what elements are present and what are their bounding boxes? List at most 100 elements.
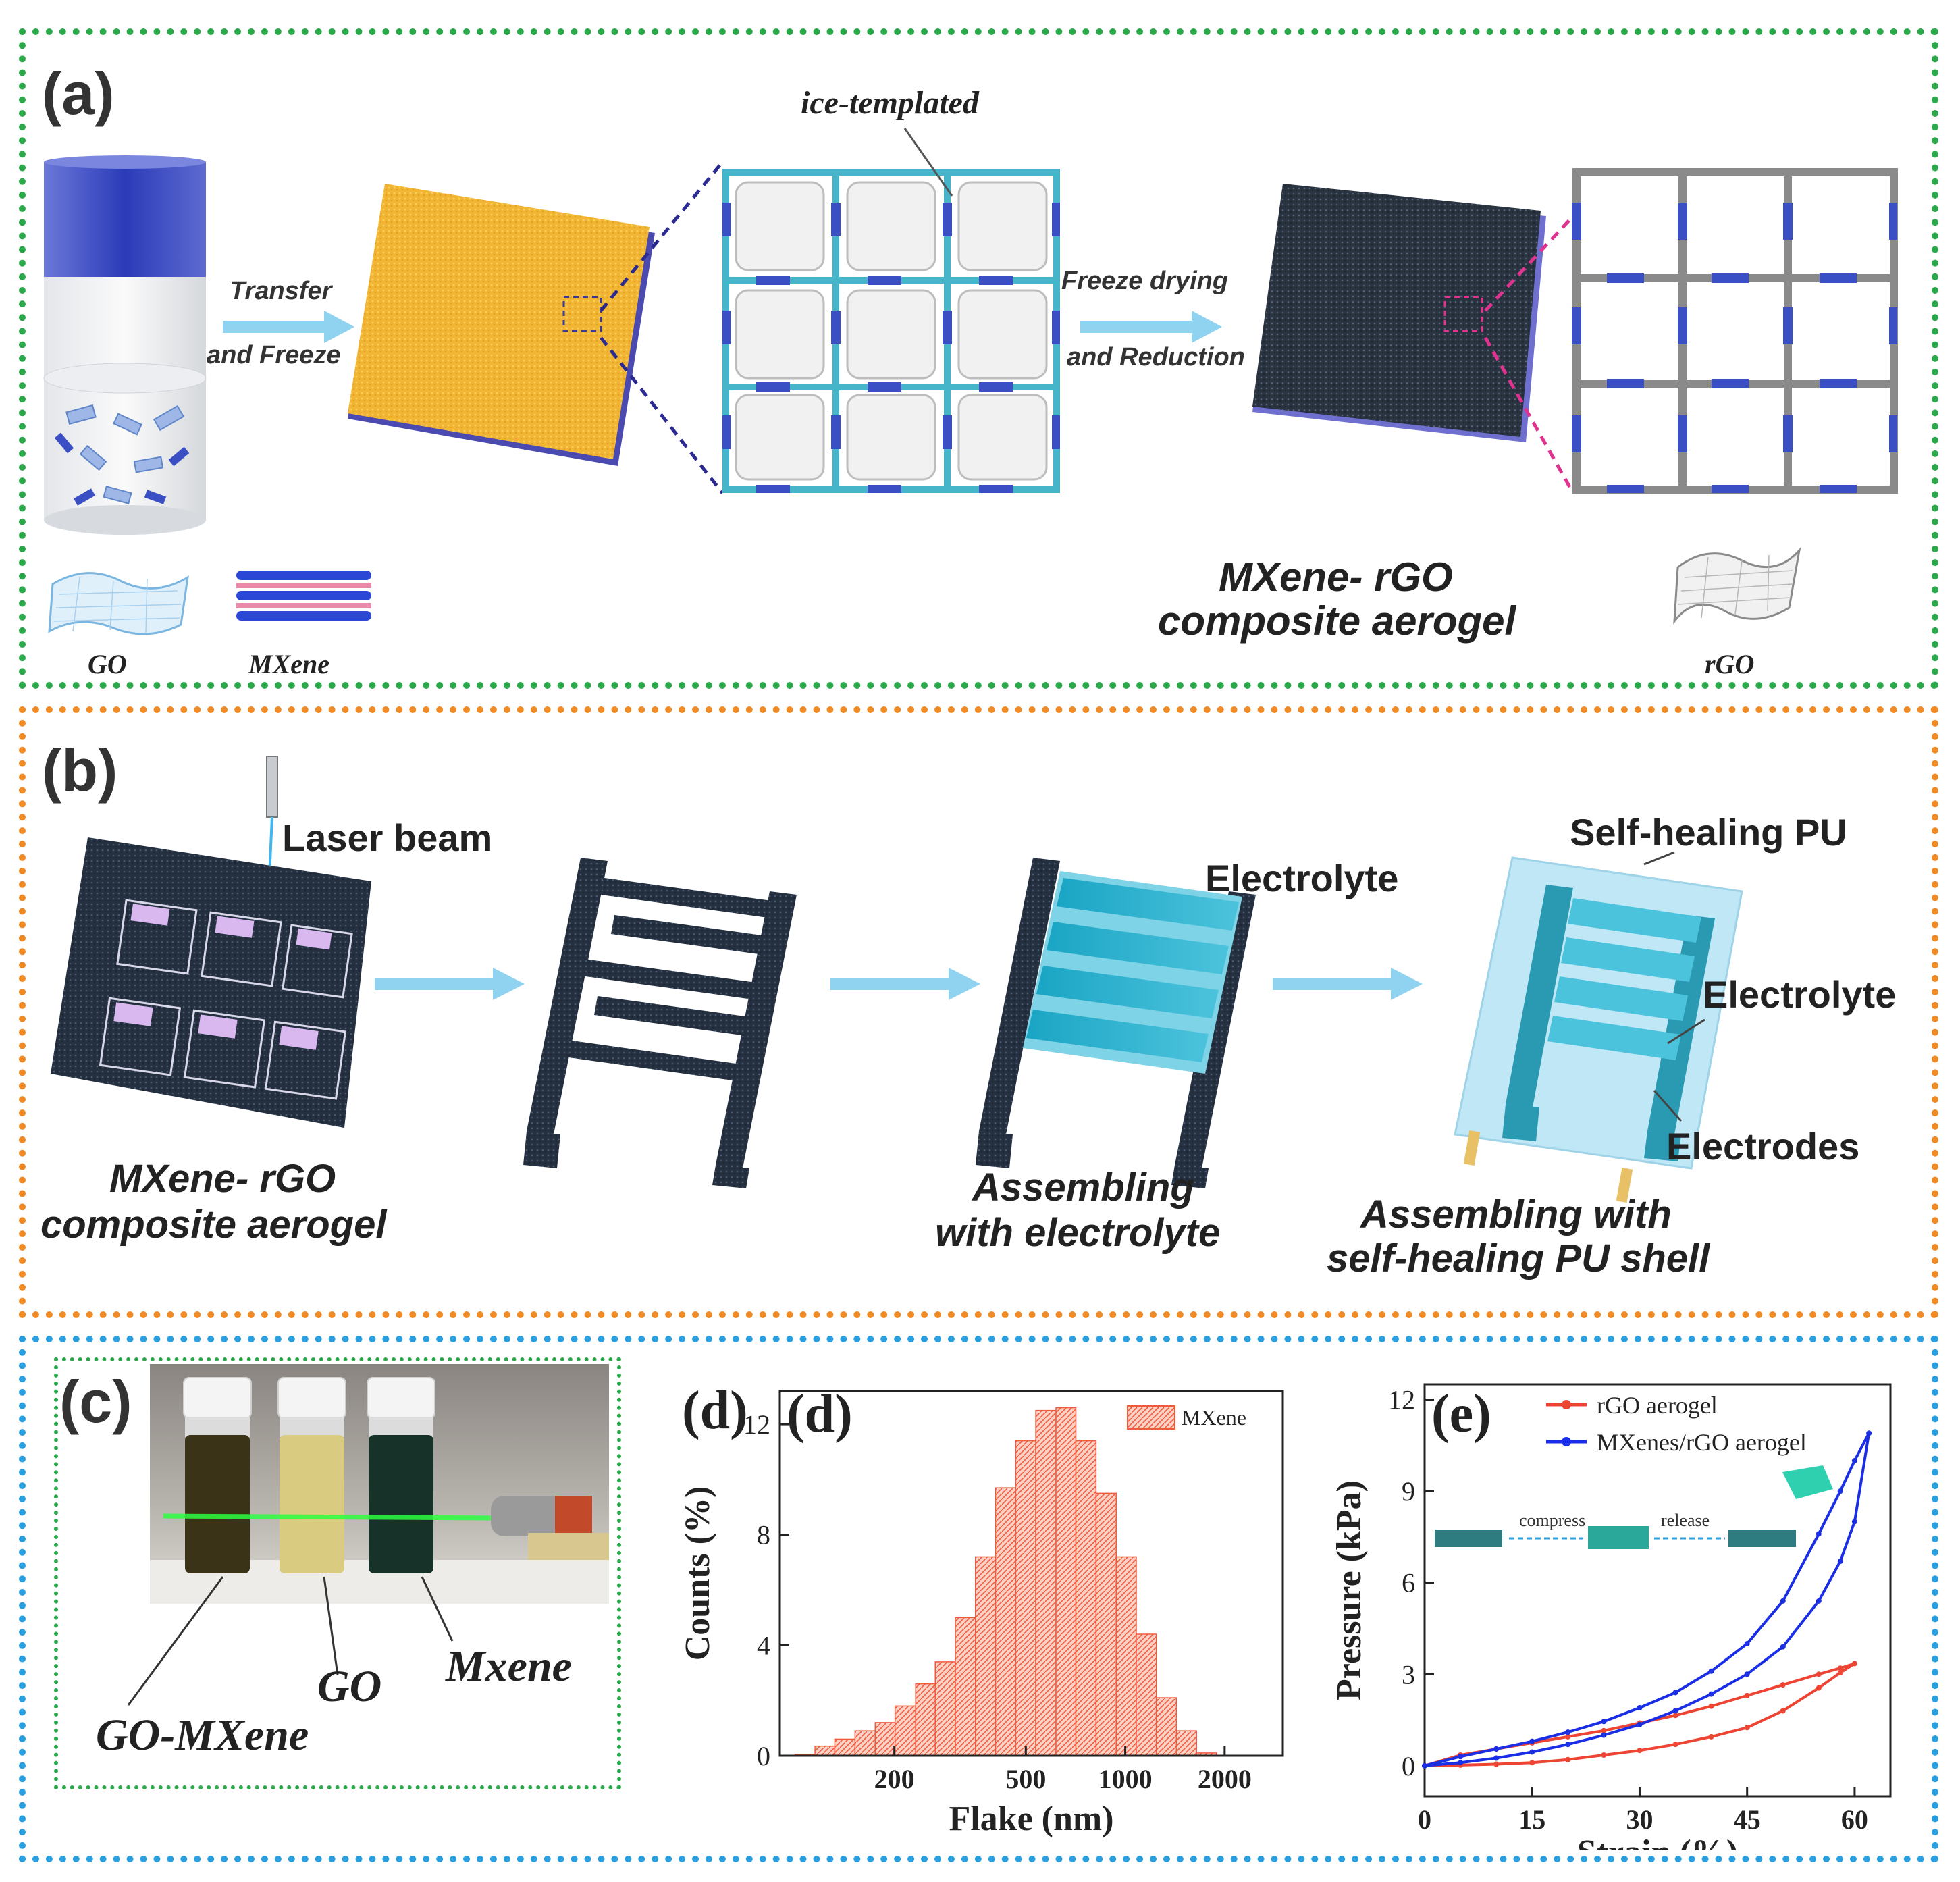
data-point [1816, 1531, 1822, 1537]
legend-label: MXenes/rGO aerogel [1597, 1429, 1807, 1456]
data-point [1780, 1682, 1786, 1688]
histogram-bar [934, 1661, 956, 1756]
data-point [1851, 1519, 1857, 1525]
y-tick-label: 0 [1402, 1751, 1415, 1781]
step-arrow-2 [830, 968, 980, 1000]
histogram-bar [1115, 1556, 1137, 1756]
data-point [1780, 1598, 1786, 1604]
x-tick-label: 1000 [1098, 1764, 1153, 1794]
histogram-bar [915, 1683, 936, 1756]
legend-marker [1562, 1400, 1571, 1409]
data-point [1708, 1691, 1714, 1697]
data-point [1493, 1746, 1500, 1752]
panel-a-frame [19, 28, 1938, 689]
histogram-bar [1075, 1440, 1097, 1756]
x-tick-label: 200 [874, 1764, 915, 1794]
data-point [1601, 1732, 1607, 1738]
self-healing-pu-label: Self-healing PU [1570, 811, 1847, 854]
freeze-drying-label: Freeze drying [1061, 267, 1229, 295]
y-axis-label: Pressure (kPa) [1330, 1480, 1369, 1700]
data-point [1637, 1721, 1643, 1727]
inset-sample-3 [1728, 1530, 1796, 1547]
histogram-bar [995, 1487, 1017, 1756]
histogram-bar [834, 1738, 856, 1756]
histogram-bar [814, 1745, 836, 1756]
composite-label-b1: MXene- rGO [109, 1157, 336, 1201]
data-point [1601, 1752, 1607, 1758]
data-point [1529, 1738, 1535, 1744]
data-point [1708, 1703, 1714, 1709]
ice-templated-label: ice-templated [801, 85, 979, 121]
inset-compress-label: compress [1519, 1511, 1585, 1530]
data-point [1493, 1761, 1500, 1767]
data-point [1565, 1729, 1571, 1735]
data-point [1837, 1488, 1843, 1494]
data-point [1816, 1671, 1822, 1677]
x-axis-label: Flake (nm) [949, 1800, 1113, 1838]
go-label: GO [317, 1662, 382, 1711]
x-axis-label: Strain (%) [1577, 1833, 1738, 1850]
laser-patterning-sheet [51, 756, 371, 1128]
legend-swatch [1127, 1405, 1175, 1430]
assembling1-line1: Assembling [972, 1166, 1194, 1209]
panel-d-label: (d) [682, 1381, 748, 1440]
panel-a-label: (a) [42, 60, 115, 127]
data-point [1744, 1725, 1750, 1731]
y-tick-label: 6 [1402, 1568, 1415, 1598]
panel-c-label: (c) [59, 1368, 132, 1435]
data-point [1637, 1748, 1643, 1754]
composite-label-a2: composite aerogel [1158, 598, 1516, 644]
data-point [1744, 1692, 1750, 1698]
data-point [1672, 1742, 1678, 1748]
electrode-with-electrolyte [976, 858, 1256, 1188]
panel-e-label: (e) [1431, 1384, 1491, 1444]
mxene-icon-label: MXene [248, 649, 329, 679]
data-point [1816, 1598, 1822, 1604]
tyndall-photo [150, 1364, 609, 1604]
vial-pointer-lines [127, 1576, 454, 1706]
histogram-bar [1175, 1730, 1197, 1756]
panel-c-e-frame [19, 1336, 1938, 1862]
x-tick-label: 15 [1518, 1804, 1545, 1835]
inset-sample-2 [1588, 1526, 1649, 1549]
zoom-lines-1 [600, 161, 724, 494]
freeze-label: and Freeze [207, 341, 341, 369]
histogram-bar [1015, 1440, 1036, 1756]
chart-e: 036912015304560Strain (%)Pressure (kPa)(… [1330, 1383, 1892, 1850]
x-tick-label: 45 [1734, 1804, 1761, 1835]
data-point [1422, 1762, 1427, 1769]
go-mxene-label: GO-MXene [96, 1710, 309, 1760]
data-point [1601, 1719, 1607, 1725]
y-tick-label: 8 [757, 1520, 770, 1550]
y-tick-label: 12 [743, 1409, 770, 1440]
ice-pointer-line [903, 128, 953, 197]
data-point [1637, 1704, 1643, 1710]
histogram-bar [1055, 1407, 1077, 1756]
frozen-sheet [348, 184, 655, 466]
data-point [1866, 1430, 1872, 1436]
plot-frame [1423, 1383, 1892, 1798]
y-tick-label: 9 [1402, 1476, 1415, 1507]
plot-frame [778, 1390, 1284, 1757]
electrolyte-label-2: Electrolyte [1703, 973, 1897, 1016]
rgo-grid [1572, 168, 1898, 494]
ice-template-grid [722, 169, 1060, 493]
histogram-bar [874, 1722, 896, 1756]
y-tick-label: 4 [757, 1630, 770, 1661]
x-tick-label: 0 [1418, 1804, 1431, 1835]
y-tick-label: 12 [1388, 1385, 1415, 1415]
histogram-bar [975, 1556, 997, 1756]
transfer-label: Transfer [230, 277, 332, 305]
histogram-bar [1095, 1492, 1117, 1756]
panel-c-frame [54, 1357, 621, 1789]
y-tick-label: 0 [757, 1741, 770, 1771]
electrodes-label: Electrodes [1666, 1125, 1860, 1168]
data-point [1601, 1727, 1607, 1733]
data-point [1837, 1559, 1843, 1565]
data-point [1816, 1685, 1822, 1691]
data-point [1493, 1755, 1500, 1761]
data-point [1672, 1713, 1678, 1719]
freeze-drying-arrow [1080, 311, 1222, 343]
x-tick-label: 30 [1626, 1804, 1653, 1835]
laser-beam-label: Laser beam [282, 816, 493, 859]
